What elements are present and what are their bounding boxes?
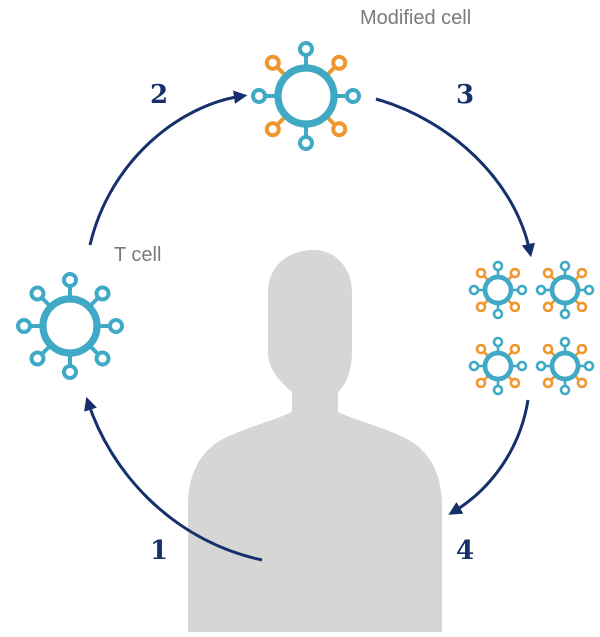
cell-body xyxy=(482,350,514,382)
receptor-knob xyxy=(509,377,521,389)
receptor-knob xyxy=(298,41,314,57)
receptor-knob xyxy=(251,88,267,104)
cell-body xyxy=(549,274,581,306)
modified-cell-icon xyxy=(251,41,361,151)
receptor-knob xyxy=(576,267,588,279)
arrow-step-1 xyxy=(84,396,263,562)
receptor-knob xyxy=(542,301,554,313)
cell-body xyxy=(549,350,581,382)
receptor-knob xyxy=(475,267,487,279)
receptor-knob xyxy=(509,267,521,279)
receptor-knob xyxy=(492,336,504,348)
modified-cell-label: Modified cell xyxy=(360,7,472,29)
receptor-knob xyxy=(94,350,111,367)
step-1-number: 1 xyxy=(150,536,169,566)
receptor-knob xyxy=(576,301,588,313)
receptor-knob xyxy=(468,284,480,296)
receptor-knob xyxy=(559,384,571,396)
cell-body xyxy=(482,274,514,306)
receptor-knob xyxy=(108,318,124,334)
receptor-knob xyxy=(542,377,554,389)
receptor-knob xyxy=(559,260,571,272)
receptor-knob xyxy=(516,360,528,372)
cycle-arrows xyxy=(84,90,535,562)
receptor-knob xyxy=(576,343,588,355)
receptor-knob xyxy=(331,121,348,138)
receptor-knob xyxy=(468,360,480,372)
receptor-knob xyxy=(264,54,281,71)
arrow-step-4 xyxy=(448,399,530,515)
arrow-step-3 xyxy=(375,97,535,258)
receptor-knob xyxy=(576,377,588,389)
receptor-knob xyxy=(62,272,78,288)
receptor-knob xyxy=(29,285,46,302)
cell-body xyxy=(274,64,338,128)
receptor-knob xyxy=(509,343,521,355)
receptor-knob xyxy=(542,267,554,279)
receptor-knob xyxy=(264,121,281,138)
step-3-number: 3 xyxy=(456,80,475,110)
receptor-knob xyxy=(583,360,595,372)
receptor-knob xyxy=(492,260,504,272)
receptor-knob xyxy=(345,88,361,104)
step-4-number: 4 xyxy=(456,536,475,566)
receptor-knob xyxy=(509,301,521,313)
t-cell-label: T cell xyxy=(114,244,162,266)
multiplied-cells-icon xyxy=(468,260,595,396)
t-cell-icon xyxy=(16,272,124,380)
cell-body xyxy=(39,295,101,357)
receptor-knob xyxy=(475,301,487,313)
arrow-step-2 xyxy=(88,90,248,246)
receptor-knob xyxy=(535,360,547,372)
receptor-knob xyxy=(535,284,547,296)
receptor-knob xyxy=(492,308,504,320)
receptor-knob xyxy=(516,284,528,296)
receptor-knob xyxy=(583,284,595,296)
step-2-number: 2 xyxy=(150,80,169,110)
receptor-knob xyxy=(475,377,487,389)
receptor-knob xyxy=(16,318,32,334)
receptor-knob xyxy=(475,343,487,355)
receptor-knob xyxy=(331,54,348,71)
receptor-knob xyxy=(298,135,314,151)
receptor-knob xyxy=(94,285,111,302)
receptor-knob xyxy=(559,336,571,348)
receptor-knob xyxy=(29,350,46,367)
receptor-knob xyxy=(62,364,78,380)
receptor-knob xyxy=(542,343,554,355)
person-silhouette-icon xyxy=(188,249,442,633)
receptor-knob xyxy=(492,384,504,396)
receptor-knob xyxy=(559,308,571,320)
